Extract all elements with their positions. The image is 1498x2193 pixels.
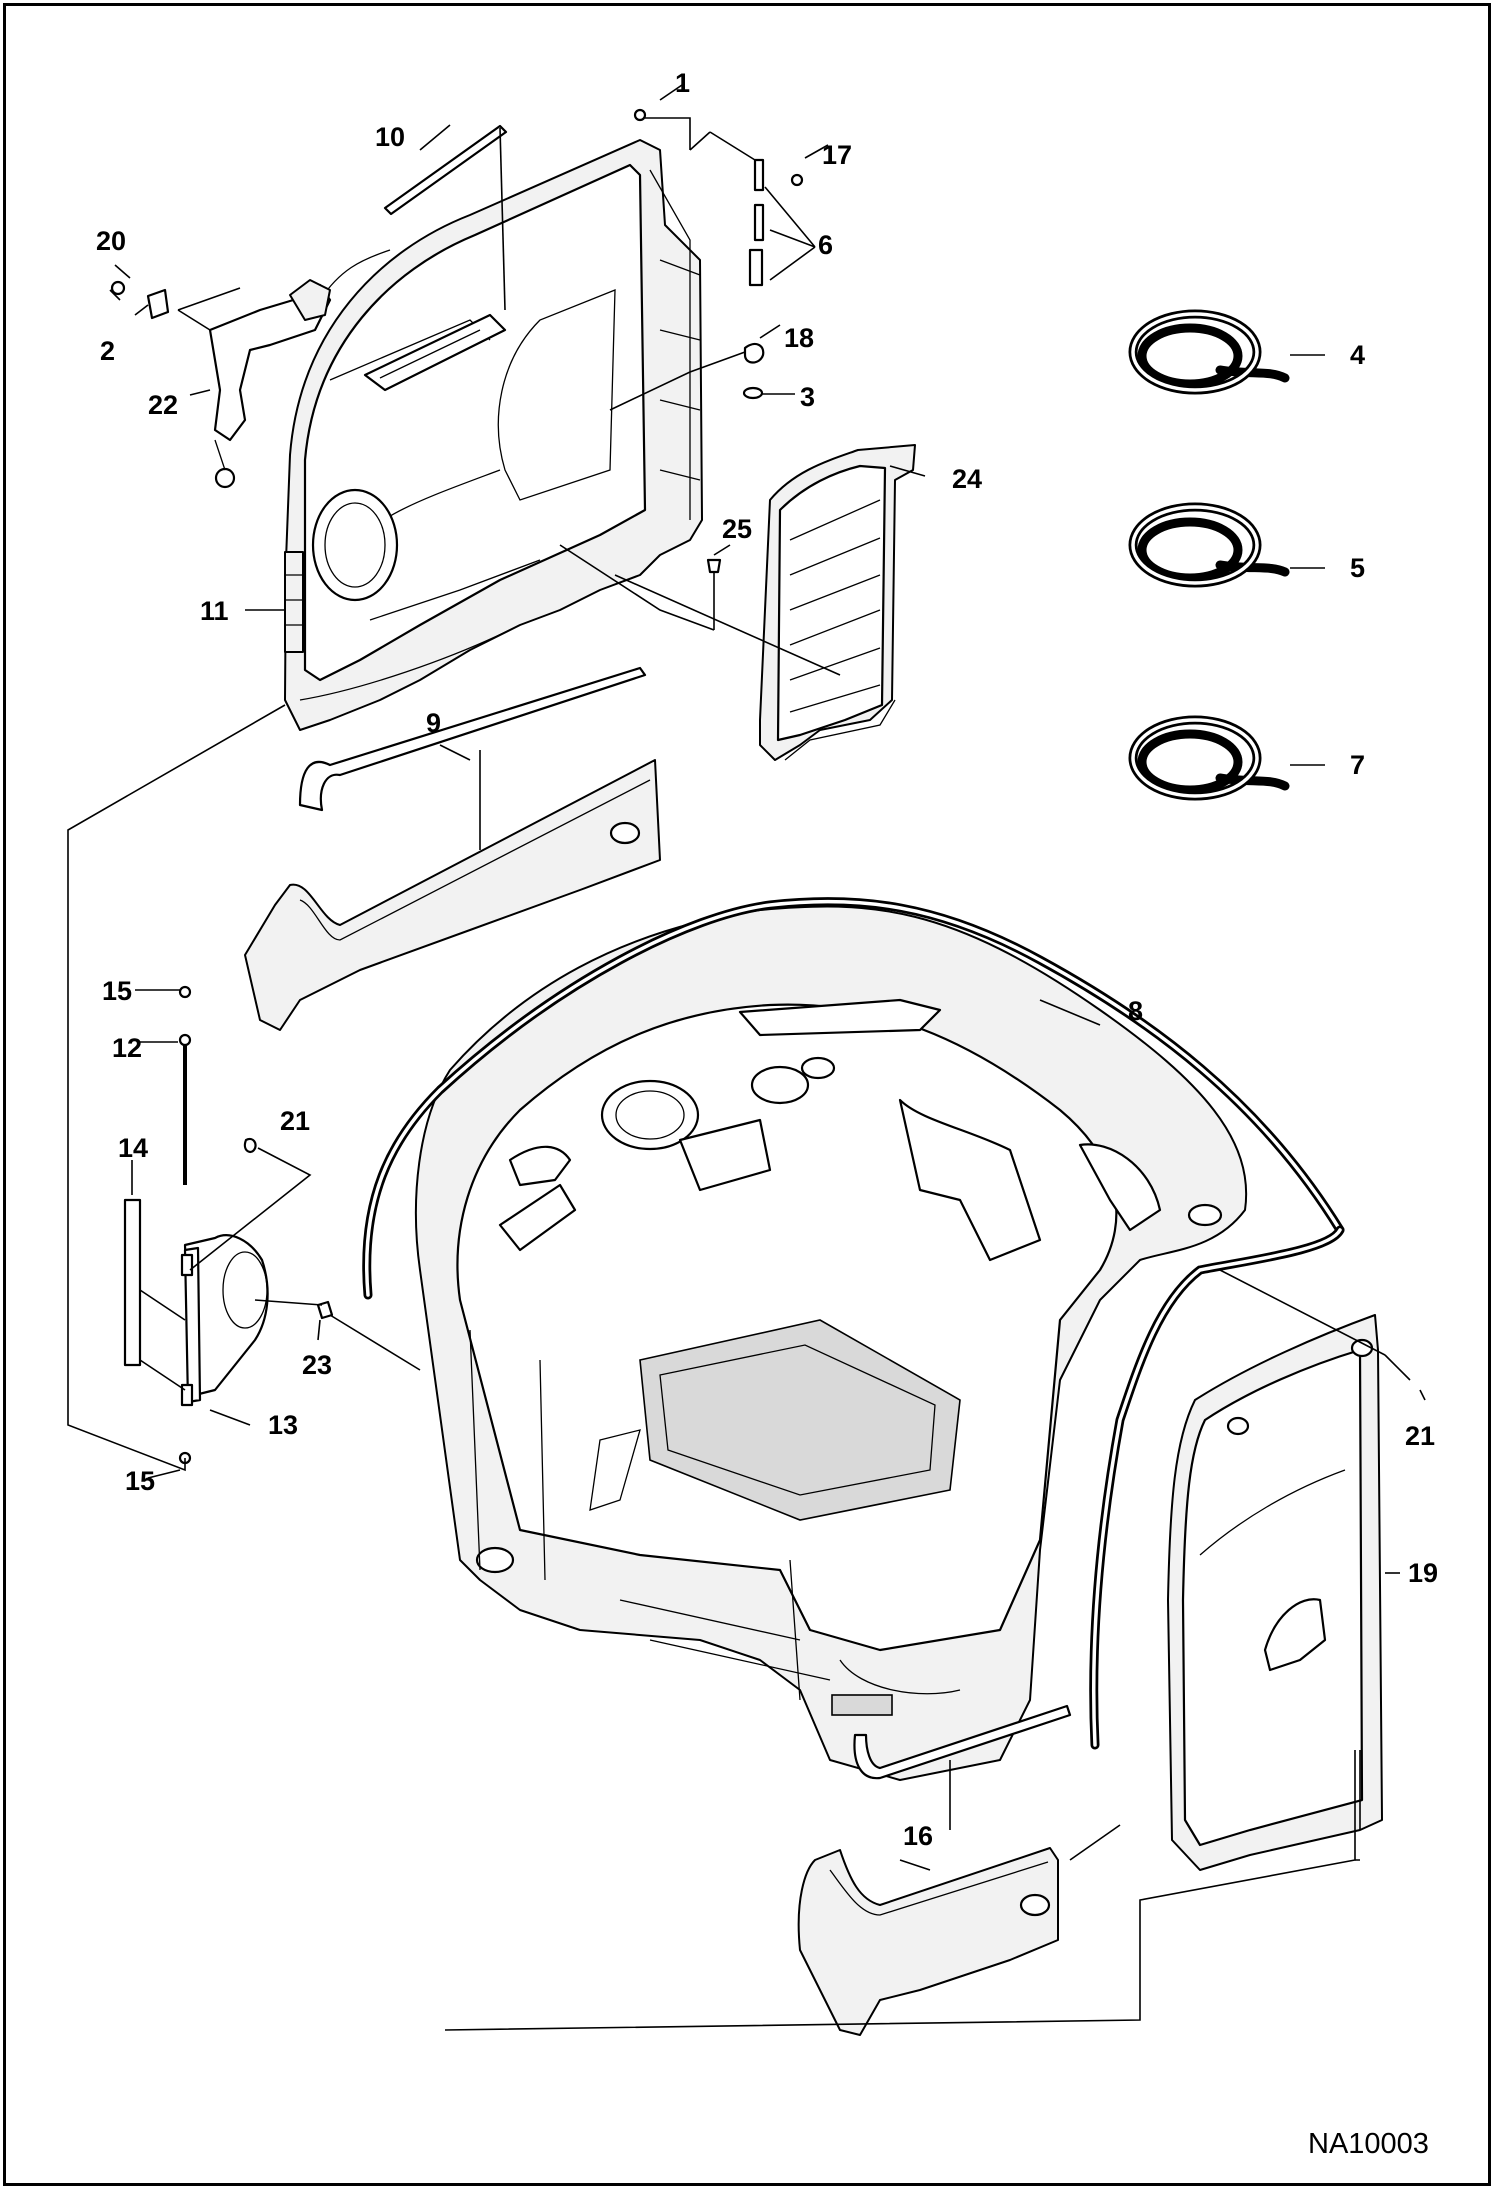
door-panel — [284, 139, 703, 731]
figure-reference-code: NA10003 — [1308, 2128, 1429, 2160]
callout-4: 4 — [1350, 340, 1366, 370]
callout-22: 22 — [148, 390, 179, 420]
tub-seal — [362, 897, 1345, 1750]
callout-3: 3 — [800, 382, 816, 412]
door-sill — [244, 759, 661, 1031]
callout-17: 17 — [822, 140, 853, 170]
callout-13: 13 — [268, 1410, 299, 1440]
callout-21-left: 21 — [280, 1106, 311, 1136]
callout-24: 24 — [952, 464, 983, 494]
callout-14: 14 — [118, 1133, 149, 1163]
rod-10 — [383, 124, 508, 311]
strut-assembly — [123, 985, 334, 1465]
callout-8: 8 — [1128, 996, 1144, 1026]
callout-15-top: 15 — [102, 976, 133, 1006]
latch-assembly — [109, 279, 332, 489]
callout-25: 25 — [722, 514, 753, 544]
callout-6: 6 — [818, 230, 834, 260]
callout-5: 5 — [1350, 553, 1366, 583]
callout-12: 12 — [112, 1033, 143, 1063]
diagram-border — [3, 3, 1491, 2186]
trim-strip-9 — [298, 666, 647, 850]
door-hinge — [284, 551, 304, 653]
callout-7: 7 — [1350, 750, 1366, 780]
seal-coil-4 — [1128, 309, 1290, 395]
vent-panel — [759, 444, 916, 761]
callout-15-bottom: 15 — [125, 1466, 156, 1496]
callout-23: 23 — [302, 1350, 333, 1380]
callout-2: 2 — [100, 336, 116, 366]
callout-19: 19 — [1408, 1558, 1439, 1588]
trim-strip-16 — [853, 1704, 1072, 1830]
callout-10: 10 — [375, 122, 406, 152]
callout-9: 9 — [426, 708, 442, 738]
side-panel-19 — [1167, 1314, 1383, 1871]
callout-11: 11 — [200, 596, 229, 626]
callout-18: 18 — [784, 323, 815, 353]
seal-coil-7 — [1128, 715, 1290, 801]
leader-lines — [67, 84, 1426, 2031]
callout-21-right: 21 — [1405, 1421, 1436, 1451]
seal-coil-5 — [1128, 502, 1290, 588]
callout-1: 1 — [675, 68, 691, 98]
door-hardware — [559, 108, 804, 631]
door-plate — [363, 313, 507, 392]
cab-floor-tub — [414, 905, 1248, 1781]
callout-20: 20 — [96, 226, 127, 256]
door-sill-lower — [797, 1847, 1059, 2036]
callout-16: 16 — [903, 1821, 934, 1851]
